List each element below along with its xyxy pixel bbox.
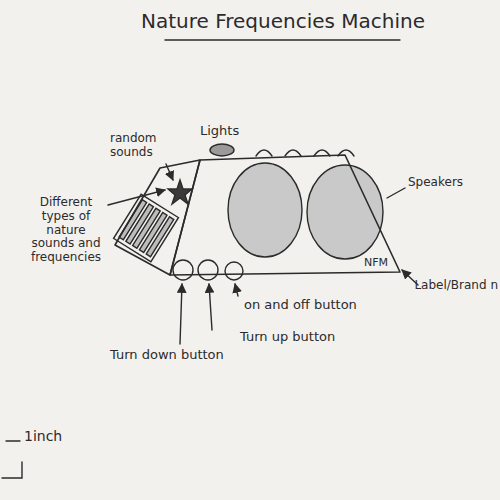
machine-face [115, 160, 200, 275]
button [173, 260, 193, 280]
callout-label: Turn down button [110, 348, 224, 363]
button [225, 262, 243, 280]
brand-mark: NFM [364, 257, 388, 270]
title-underline [165, 39, 400, 40]
light [210, 144, 234, 156]
scale-bar [2, 462, 22, 478]
light [256, 150, 272, 156]
random-sounds-star [168, 180, 192, 204]
title: Nature Frequencies Machine [141, 10, 425, 33]
light [285, 150, 301, 156]
scale-underscore [6, 440, 20, 441]
callout-label: Speakers [408, 176, 463, 190]
callout-label: random sounds [110, 132, 172, 160]
button [198, 260, 218, 280]
leader-line [235, 284, 238, 296]
leader-line [180, 284, 182, 344]
machine-face [170, 155, 400, 275]
scale-label: 1inch [24, 428, 62, 444]
callout-label: Lights [200, 124, 239, 139]
callout-label: Turn up button [240, 330, 335, 345]
callout-label: Different types of nature sounds and fre… [24, 196, 108, 265]
callout-label: Label/Brand n [414, 279, 498, 293]
leader-line [209, 284, 212, 330]
machine-outline [110, 145, 405, 280]
speaker [228, 163, 302, 257]
sound-slots [114, 194, 179, 261]
leader-line [387, 188, 405, 198]
callout-label: on and off button [244, 298, 357, 313]
machine-body: NFM [110, 145, 405, 280]
leader-line [108, 190, 165, 205]
